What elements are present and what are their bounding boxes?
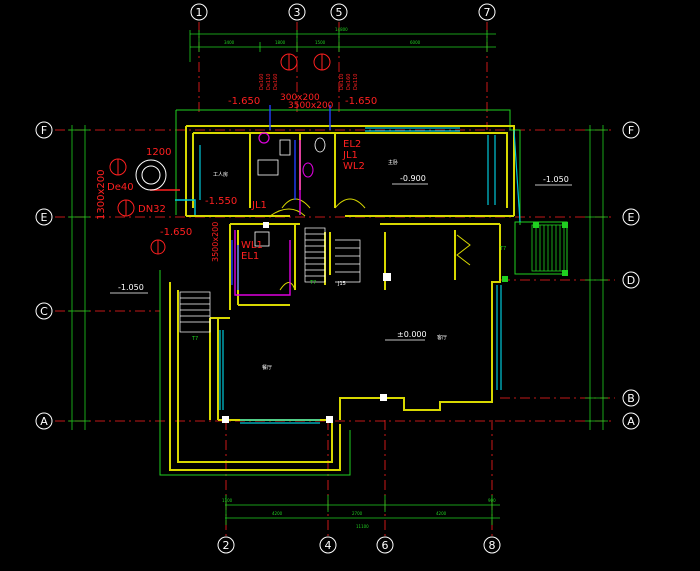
axis-left-C: C bbox=[40, 305, 48, 318]
room-bedroom: 主卧 bbox=[388, 159, 398, 166]
axis-bottom-8: 8 bbox=[489, 539, 496, 552]
elev-right: -1.050 bbox=[543, 175, 569, 184]
axis-bottom-6: 6 bbox=[382, 539, 389, 552]
annotation-markers bbox=[109, 53, 331, 255]
axis-right-D: D bbox=[627, 274, 635, 287]
pipe-size-1200: 1200 bbox=[146, 147, 171, 158]
room-living: 客厅 bbox=[437, 334, 447, 341]
axis-bottom-2: 2 bbox=[223, 539, 230, 552]
pipe-dn32: DN32 bbox=[138, 204, 166, 215]
svg-text:De110: De110 bbox=[353, 74, 359, 90]
pipe-wl1: WL1 bbox=[241, 240, 263, 251]
level-top-left: -1.650 bbox=[228, 96, 260, 107]
pipe-jl1b: JL1 bbox=[251, 200, 267, 211]
site-boundary bbox=[159, 109, 568, 476]
elevation-underlines bbox=[110, 183, 572, 341]
elev-main: ±0.000 bbox=[397, 330, 427, 339]
red-annotations: -1.650 -1.650 -1.550 -1.650 1200 300x200… bbox=[96, 93, 377, 262]
svg-text:1100: 1100 bbox=[222, 498, 233, 503]
pipe-vertical: 1300x200 bbox=[96, 170, 107, 220]
pipe-size-b: 300x200 bbox=[280, 93, 320, 103]
walls bbox=[169, 125, 515, 471]
pipe-size-c: 3500x200 bbox=[288, 101, 334, 111]
svg-text:De110: De110 bbox=[266, 74, 272, 90]
axis-top-1: 1 bbox=[196, 6, 203, 19]
axis-right-E: E bbox=[628, 211, 635, 224]
axis-right-B: B bbox=[627, 392, 635, 405]
svg-text:De110: De110 bbox=[339, 74, 345, 90]
level-side-left: -1.650 bbox=[160, 227, 192, 238]
pipe-wl2: WL2 bbox=[343, 161, 365, 172]
pipe-jl1: JL1 bbox=[342, 150, 358, 161]
dimension-values: 3400 1800 1500 6000 14800 4200 2700 4200 1110… bbox=[222, 27, 496, 529]
svg-text:900: 900 bbox=[488, 498, 496, 503]
axis-left-E: E bbox=[41, 211, 48, 224]
pipe-vertical-b: 3500x200 bbox=[211, 222, 220, 262]
elev-left: -1.050 bbox=[118, 283, 144, 292]
svg-text:1500: 1500 bbox=[315, 40, 326, 45]
pipe-el1: EL1 bbox=[241, 251, 259, 262]
svg-text:De160: De160 bbox=[346, 74, 352, 90]
stair-right bbox=[531, 224, 565, 272]
fixtures bbox=[222, 132, 568, 423]
axis-top-7: 7 bbox=[484, 6, 491, 19]
axis-bubble-labels: 1 3 5 7 2 4 6 8 F E C A F E D B A bbox=[40, 6, 635, 552]
stair-inner bbox=[304, 227, 361, 283]
axis-top-3: 3 bbox=[294, 6, 301, 19]
pipe-el2: EL2 bbox=[343, 139, 361, 150]
stair-dining bbox=[179, 291, 211, 333]
elev-bedroom: -0.900 bbox=[400, 174, 426, 183]
axis-bubbles bbox=[35, 3, 640, 554]
svg-text:De160: De160 bbox=[259, 74, 265, 90]
svg-text:14800: 14800 bbox=[335, 27, 348, 32]
axis-right-A: A bbox=[627, 415, 635, 428]
svg-text:1800: 1800 bbox=[275, 40, 286, 45]
svg-text:3400: 3400 bbox=[224, 40, 235, 45]
svg-text:4200: 4200 bbox=[272, 511, 283, 516]
room-labels: 工人房 主卧 客厅 餐厅 T7 T7 T7 J15 bbox=[191, 159, 506, 371]
axis-top-5: 5 bbox=[336, 6, 343, 19]
label-t7-b: T7 bbox=[309, 280, 316, 286]
pipe-de40: De40 bbox=[107, 182, 134, 193]
axis-left-A: A bbox=[40, 415, 48, 428]
windows bbox=[199, 127, 521, 424]
label-t7-a: T7 bbox=[191, 336, 198, 342]
level-top-right: -1.650 bbox=[345, 96, 377, 107]
svg-text:2700: 2700 bbox=[352, 511, 363, 516]
label-t7-c: T7 bbox=[499, 246, 506, 252]
axis-right-F: F bbox=[628, 124, 634, 137]
axis-bottom-4: 4 bbox=[325, 539, 332, 552]
elevation-labels: ±0.000 -0.900 -1.050 -1.050 bbox=[118, 174, 569, 339]
room-helper: 工人房 bbox=[213, 171, 228, 178]
pipe-runs bbox=[150, 105, 331, 296]
label-j15: J15 bbox=[337, 281, 346, 287]
dimension-lines bbox=[68, 30, 608, 525]
room-dining: 餐厅 bbox=[262, 364, 272, 371]
level-helper: -1.550 bbox=[205, 196, 237, 207]
axis-left-F: F bbox=[41, 124, 47, 137]
svg-text:11100: 11100 bbox=[356, 524, 369, 529]
svg-text:4200: 4200 bbox=[436, 511, 447, 516]
vertical-pipe-notes: De160 De110 De160 De110 De160 De110 bbox=[259, 74, 359, 90]
svg-text:De160: De160 bbox=[273, 74, 279, 90]
svg-text:6000: 6000 bbox=[410, 40, 421, 45]
